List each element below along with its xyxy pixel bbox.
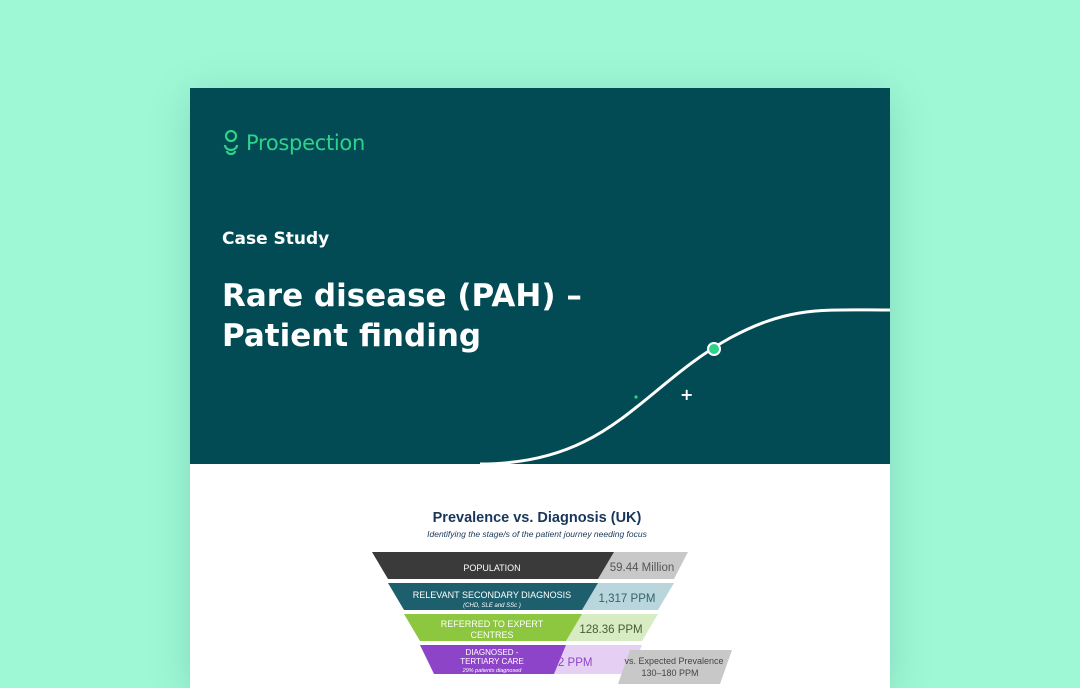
growth-curve-decoration <box>479 308 890 464</box>
case-study-document: Prospection Case Study Rare disease (PAH… <box>190 88 890 688</box>
band-value-3 <box>566 614 658 641</box>
page-title: Rare disease (PAH) – Patient finding <box>222 276 642 356</box>
stage-value-diagnosed: 62.42 PPM <box>536 657 593 669</box>
curve-marker-dot <box>707 342 721 356</box>
stage-sublabel-secondary: (CHD, SLE and SSc ) <box>463 603 521 609</box>
band-referred <box>404 614 582 641</box>
stage-value-population: 59.44 Million <box>610 562 675 574</box>
band-value-1 <box>598 552 688 579</box>
stage-label-secondary: RELEVANT SECONDARY DIAGNOSIS <box>413 590 571 600</box>
prevalence-infographic: Prevalence vs. Diagnosis (UK) Identifyin… <box>190 464 890 688</box>
band-value-4 <box>554 645 642 674</box>
band-secondary-diagnosis <box>388 583 598 610</box>
stage-label-referred: REFERRED TO EXPERT <box>441 619 544 629</box>
hero-banner: Prospection Case Study Rare disease (PAH… <box>190 88 890 464</box>
brand-name: Prospection <box>246 131 365 155</box>
stage-label-diagnosed: DIAGNOSED - <box>466 648 519 657</box>
expected-prevalence-value: 130–180 PPM <box>641 668 698 678</box>
prospection-logo[interactable]: Prospection <box>222 130 365 156</box>
stage-label-diagnosed-2: TERTIARY CARE <box>460 657 524 666</box>
stage-sublabel-diagnosed: 29% patients diagnosed <box>462 668 523 674</box>
stage-value-secondary: 1,317 PPM <box>599 593 656 605</box>
band-value-2 <box>582 583 674 610</box>
prospection-logo-icon <box>223 130 239 156</box>
curve-small-dot <box>634 395 638 399</box>
band-diagnosed <box>420 645 566 674</box>
funnel-diagram: POPULATION RELEVANT SECONDARY DIAGNOSIS … <box>372 552 732 684</box>
plus-icon: + <box>680 385 694 404</box>
infographic-title: Prevalence vs. Diagnosis (UK) <box>432 510 642 526</box>
stage-label-population: POPULATION <box>463 563 520 573</box>
band-population <box>372 552 614 579</box>
eyebrow-label: Case Study <box>222 229 330 249</box>
stage-value-referred: 128.36 PPM <box>579 624 642 636</box>
title-line-2: Patient finding <box>222 318 482 354</box>
title-line-1: Rare disease (PAH) – <box>222 278 582 314</box>
infographic-subtitle: Identifying the stage/s of the patient j… <box>427 529 647 539</box>
stage-label-referred-2: CENTRES <box>470 630 513 640</box>
expected-prevalence-label: vs. Expected Prevalence <box>624 656 723 666</box>
